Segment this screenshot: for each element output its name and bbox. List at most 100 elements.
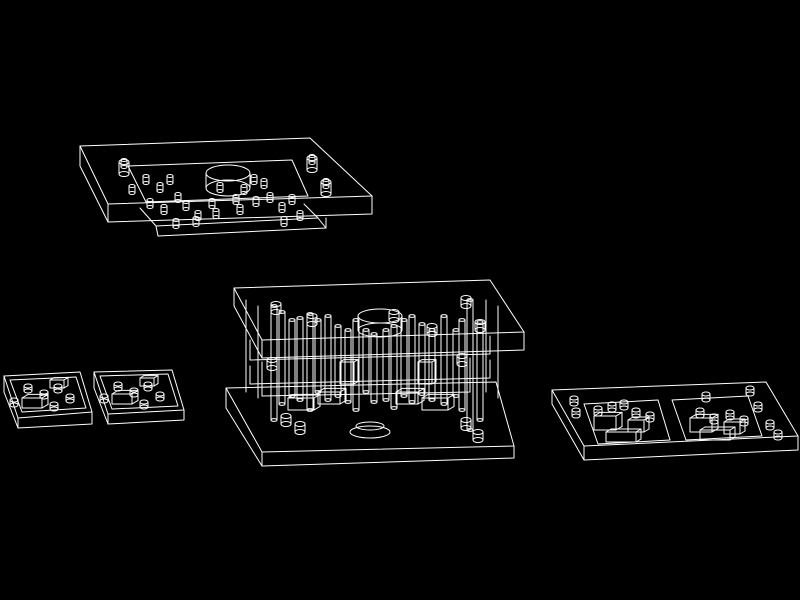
- bolt: [250, 174, 258, 185]
- block-top: [139, 375, 159, 379]
- pin-top: [324, 314, 332, 318]
- bolt: [65, 393, 75, 404]
- bolt: [142, 174, 150, 185]
- bolt-base: [143, 386, 153, 392]
- pin-bottom: [408, 400, 416, 404]
- cavity-block: [49, 377, 69, 389]
- pin-top: [314, 318, 322, 322]
- bolt: [294, 421, 306, 435]
- block-top: [699, 426, 736, 431]
- bolt: [113, 381, 123, 392]
- bolt-base: [619, 405, 629, 411]
- bolt-head: [296, 210, 304, 214]
- bolt: [695, 407, 705, 419]
- bolt: [252, 196, 260, 207]
- bolt-base: [166, 181, 174, 185]
- bolt-head: [765, 419, 775, 425]
- block-top: [593, 411, 623, 417]
- bolt-base: [571, 413, 581, 419]
- bolt-base: [280, 421, 292, 427]
- block-face: [111, 393, 133, 405]
- block-top: [395, 387, 425, 393]
- bolt-head: [306, 313, 318, 319]
- bolt: [306, 313, 318, 327]
- bolt-head: [645, 411, 655, 417]
- bolt-base: [306, 167, 318, 173]
- bolt: [212, 208, 220, 219]
- right-core-plate[interactable]: [551, 381, 799, 461]
- bolt-head: [143, 381, 153, 387]
- bolt-head: [278, 202, 286, 206]
- cavity-block: [395, 387, 425, 405]
- left-cavity-inserts[interactable]: [3, 369, 185, 429]
- block-top: [49, 377, 69, 381]
- bolt-head: [260, 178, 268, 182]
- bolt-base: [765, 425, 775, 431]
- cavity-block: [605, 428, 642, 443]
- bolt: [182, 200, 190, 211]
- block-edge: [41, 403, 49, 409]
- pin-top: [344, 328, 352, 332]
- bolt-base: [216, 189, 224, 193]
- bolt-base: [288, 201, 296, 205]
- block-top: [723, 418, 746, 423]
- bolt-base: [128, 191, 136, 195]
- bolt: [288, 194, 296, 205]
- bolt: [619, 399, 629, 411]
- cavity-block: [723, 418, 746, 435]
- bolt-head: [571, 407, 581, 413]
- pin-bottom: [382, 398, 390, 402]
- bolt: [194, 210, 202, 221]
- bolt-head: [460, 295, 472, 301]
- pin-top: [458, 318, 466, 322]
- bolt: [280, 216, 288, 227]
- pin-bottom: [418, 392, 426, 396]
- pin-top: [382, 328, 390, 332]
- pin-bottom: [270, 418, 278, 422]
- bolt: [571, 407, 581, 419]
- bolt: [773, 429, 783, 441]
- pin-bottom: [400, 394, 408, 398]
- bolt-head: [142, 174, 150, 178]
- block-edge: [131, 399, 139, 405]
- bolt-base: [146, 205, 154, 209]
- bolt-base: [709, 419, 719, 425]
- block-face: [699, 429, 731, 441]
- mold-base-cavity-blocks: [287, 359, 455, 411]
- bolt-head: [773, 429, 783, 435]
- ejector-pin: [476, 320, 484, 422]
- bolt-head: [212, 208, 220, 212]
- bolt-base: [160, 211, 168, 215]
- bolt-base: [182, 207, 190, 211]
- ejector-pin: [324, 314, 332, 402]
- bolt-base: [745, 391, 755, 397]
- core-plate-features: [569, 385, 783, 443]
- cavity-block: [111, 389, 139, 405]
- bolt: [99, 393, 109, 404]
- bolt: [456, 353, 468, 367]
- bolt-head: [156, 182, 164, 186]
- bolt-head: [139, 399, 149, 405]
- bolt: [139, 399, 149, 410]
- bolt: [155, 391, 165, 402]
- block-face: [605, 431, 637, 443]
- bolt-base: [260, 185, 268, 189]
- bolt-base: [753, 407, 763, 413]
- ejector-pin: [390, 324, 398, 410]
- block-edge: [739, 430, 746, 435]
- mold-base-assembly[interactable]: [225, 279, 525, 467]
- ejector-pin: [418, 322, 426, 396]
- pin-top: [476, 320, 484, 324]
- pin-bottom: [352, 408, 360, 412]
- top-clamp-plate[interactable]: [79, 137, 373, 237]
- block-top: [21, 393, 49, 399]
- bolt: [296, 210, 304, 221]
- cavity-block: [317, 387, 347, 405]
- block-face: [339, 361, 355, 385]
- pin-bottom: [390, 406, 398, 410]
- block-face: [627, 419, 645, 433]
- insert-cavity-features: [9, 375, 165, 412]
- bolt: [426, 323, 438, 337]
